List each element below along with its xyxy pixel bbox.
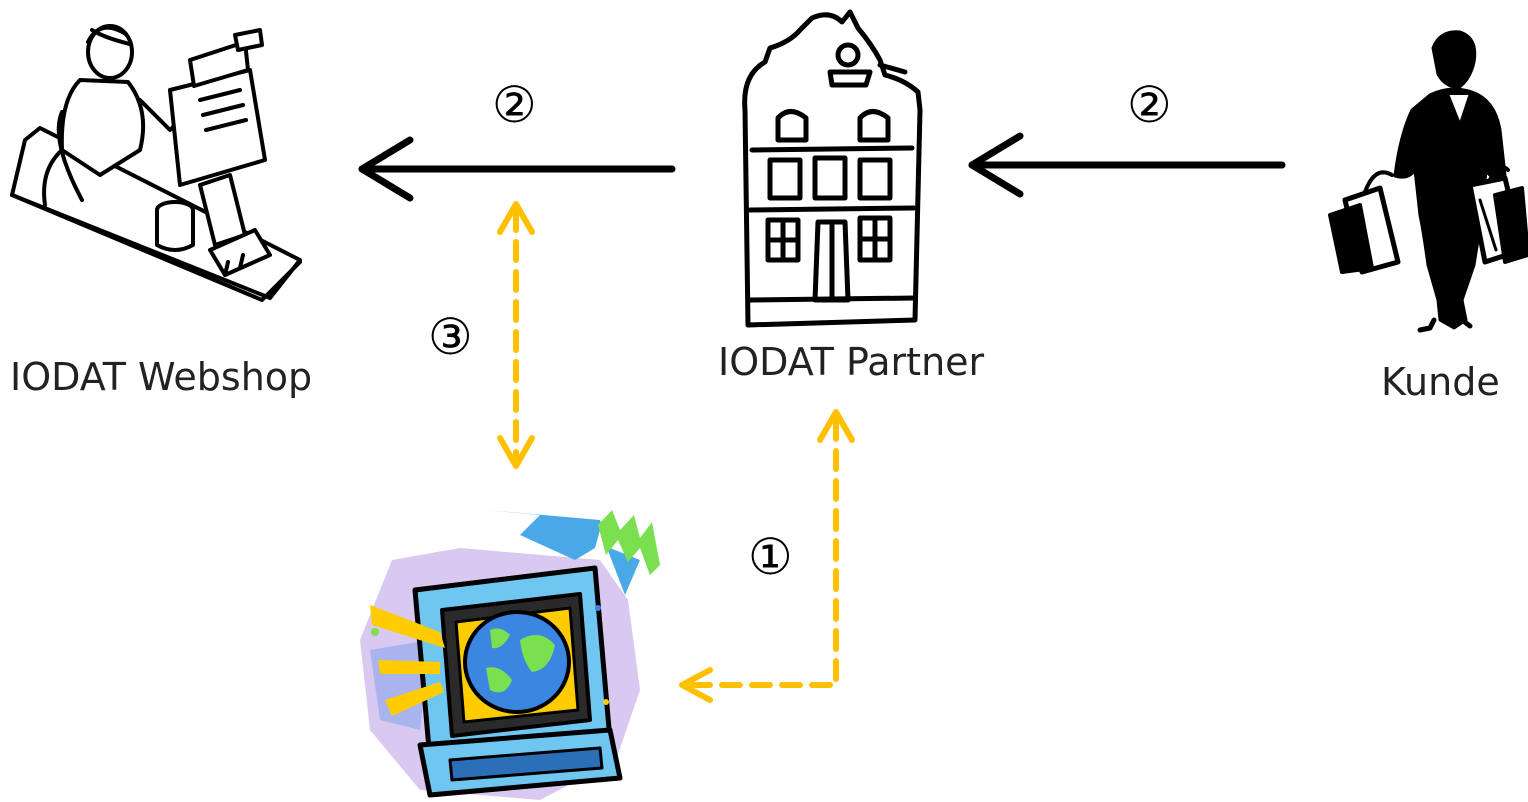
step-one-badge: ① xyxy=(748,528,793,586)
step-two-right-badge: ② xyxy=(1127,76,1172,134)
webshop-label: IODAT Webshop xyxy=(10,355,313,399)
computer-globe-icon xyxy=(360,510,660,800)
arrow-customer-to-partner xyxy=(968,132,1286,198)
step-two-left-badge: ② xyxy=(492,76,537,134)
customer-label: Kunde xyxy=(1381,360,1500,404)
partner-label: IODAT Partner xyxy=(718,340,985,384)
step-three-badge: ③ xyxy=(428,308,473,366)
building-icon xyxy=(742,9,923,328)
shopper-icon xyxy=(1328,30,1528,333)
arrow-internet-to-partner xyxy=(679,409,855,703)
arrow-partner-to-webshop xyxy=(358,136,676,202)
cashier-icon xyxy=(10,24,302,302)
arrow-webshop-internet-bidirectional xyxy=(497,201,535,469)
